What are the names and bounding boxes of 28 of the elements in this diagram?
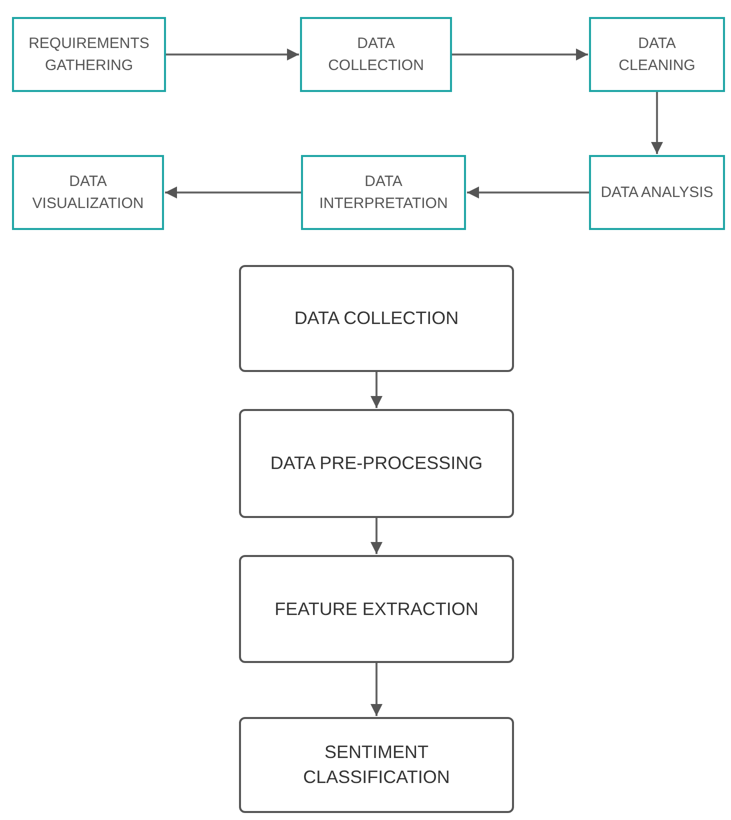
- arrow: [651, 92, 663, 154]
- box-label: DATA ANALYSIS: [600, 182, 714, 202]
- arrow: [467, 186, 589, 198]
- box-label: DATA COLLECTION: [327, 34, 425, 76]
- arrow: [165, 186, 301, 198]
- process-box: [239, 717, 514, 813]
- process-box: [239, 409, 514, 518]
- arrow: [452, 48, 588, 60]
- box-label: DATA COLLECTION: [294, 307, 459, 330]
- box-label: SENTIMENT CLASSIFICATION: [302, 741, 451, 789]
- process-box: [589, 155, 725, 230]
- process-box: [239, 555, 514, 663]
- box-label: REQUIREMENTS GATHERING: [28, 34, 150, 76]
- arrow: [370, 372, 382, 408]
- process-box: [300, 17, 452, 92]
- process-box: [239, 265, 514, 372]
- box-label: DATA PRE-PROCESSING: [270, 452, 483, 475]
- process-box: [12, 17, 166, 92]
- box-label: DATA VISUALIZATION: [31, 172, 145, 214]
- arrow: [370, 518, 382, 554]
- arrow: [370, 663, 382, 716]
- box-label: DATA INTERPRETATION: [318, 172, 449, 214]
- box-label: DATA CLEANING: [618, 34, 696, 76]
- box-label: FEATURE EXTRACTION: [274, 598, 478, 620]
- process-box: [12, 155, 164, 230]
- arrow: [166, 48, 299, 60]
- process-box: [301, 155, 466, 230]
- process-box: [589, 17, 725, 92]
